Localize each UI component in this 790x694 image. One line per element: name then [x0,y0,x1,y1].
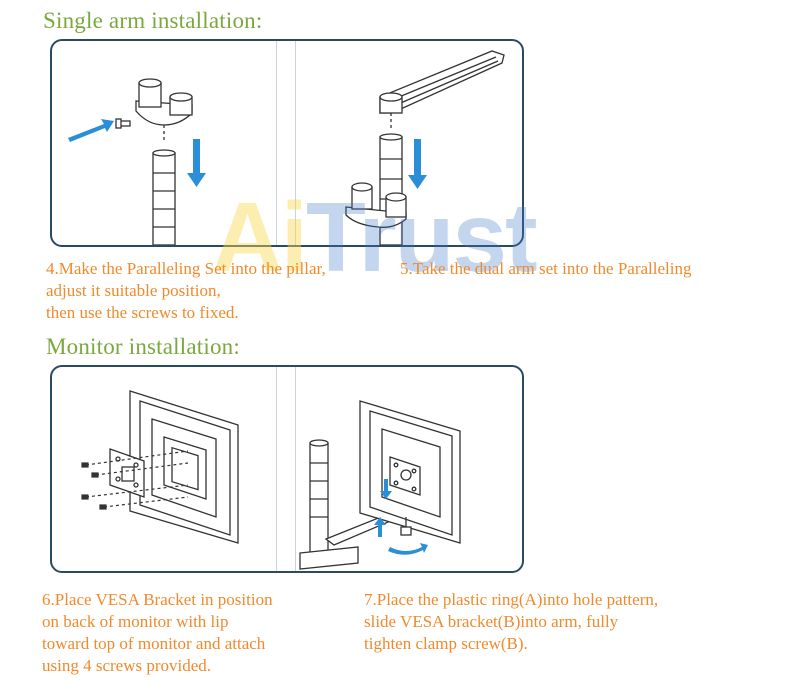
step4-line1: 4.Make the Paralleling Set into the pill… [46,259,326,278]
step7-line1: 7.Place the plastic ring(A)into hole pat… [364,590,659,609]
step6-line3: toward top of monitor and attach [42,634,266,653]
step6-line4: using 4 screws provided. [42,656,212,675]
paralleling-set-illustration [68,78,206,245]
step4-line3: then use the screws to fixed. [46,303,239,322]
pillar-icon [379,133,403,245]
step6-caption: 6.Place VESA Bracket in position on back… [42,589,273,677]
step5-caption: 5.Take the dual arm set into the Paralle… [400,258,692,280]
arrow-down-icon [380,479,392,499]
screw-icon [81,450,189,510]
vesa-bracket-illustration [81,390,239,544]
dual-arm-illustration [345,50,505,245]
arrow-up-icon [374,517,386,537]
step5-line1: 5.Take the dual arm set into the Paralle… [400,259,692,278]
single-arm-heading: Single arm installation: [43,8,263,33]
pillar-icon [152,149,176,245]
step6-line1: 6.Place VESA Bracket in position [42,590,273,609]
paralleling-set-icon [345,182,407,228]
arrow-down-icon [408,139,427,189]
panel-divider [276,41,296,245]
monitor-back-icon [129,390,239,544]
step7-line2: slide VESA bracket(B)into arm, fully [364,612,619,631]
paralleling-set-icon [135,78,193,141]
arrow-down-icon [187,139,206,187]
single-arm-illustration-panel [50,39,524,247]
dual-arm-icon [379,50,505,131]
step7-line3: tighten clamp screw(B). [364,634,528,653]
step6-line2: on back of monitor with lip [42,612,229,631]
monitor-illustration-panel [50,365,524,573]
monitor-arm-illustration [299,400,461,570]
step4-line2: adjust it suitable position, [46,281,221,300]
rotate-arrow-icon [388,543,428,555]
arrow-right-icon [68,119,114,142]
pillar-icon [299,439,359,570]
screw-icon [400,517,412,536]
vesa-bracket-icon [389,456,421,496]
panel-divider [276,367,296,571]
step4-caption: 4.Make the Paralleling Set into the pill… [46,258,326,324]
screw-icon [115,118,131,129]
step7-caption: 7.Place the plastic ring(A)into hole pat… [364,589,658,655]
monitor-heading: Monitor installation: [46,334,240,359]
